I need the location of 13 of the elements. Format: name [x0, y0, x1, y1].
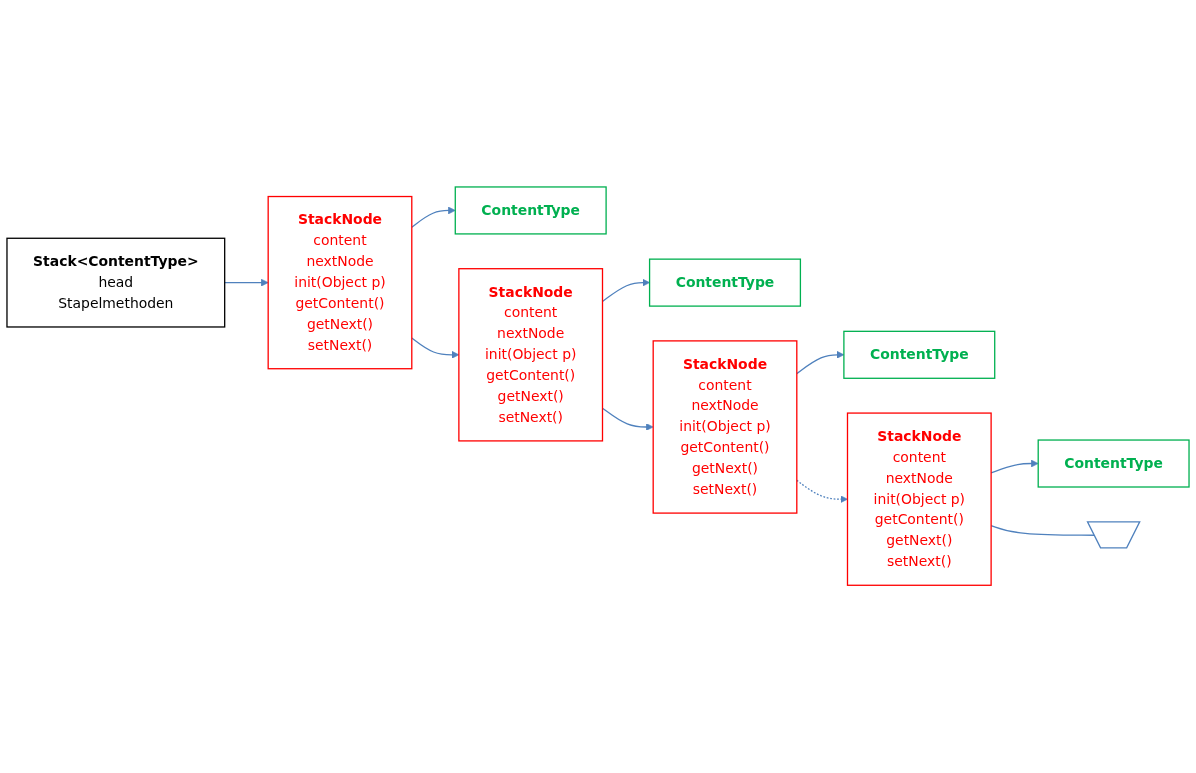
- node-box: ContentType: [843, 331, 996, 380]
- node-box: StackNode content nextNode init(Object p) getContent() getNext() setNext(): [458, 268, 604, 442]
- node-box: StackNode content nextNode init(Object p) getContent() getNext() setNext(): [267, 196, 413, 370]
- node-box: StackNode content nextNode init(Object p) getContent() getNext() setNext(): [652, 340, 798, 515]
- arrow: [411, 207, 456, 229]
- arrow: [224, 279, 269, 287]
- node-box: Stack<ContentType> head Stapelmethoden: [6, 238, 226, 328]
- node-box: ContentType: [648, 258, 802, 308]
- node-box: ContentType: [454, 186, 607, 235]
- node-box: ContentType: [1037, 439, 1190, 489]
- node-ground: [1086, 521, 1141, 549]
- node-box: StackNode content nextNode init(Object p) getContent() getNext() setNext(): [846, 412, 992, 587]
- arrow: [796, 480, 848, 504]
